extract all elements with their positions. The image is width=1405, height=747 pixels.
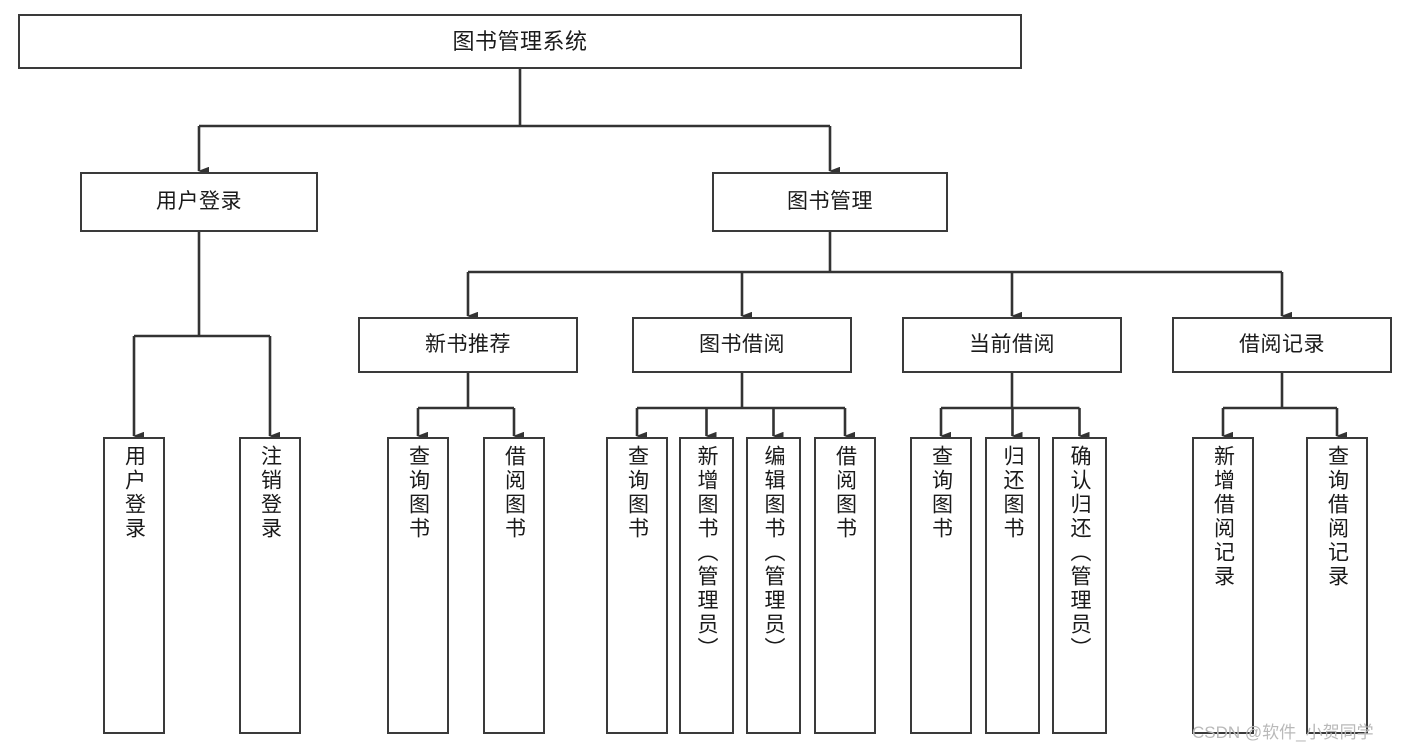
node-leaf-return-book[interactable]: 归还图书 <box>985 437 1040 734</box>
node-leaf-query-record-label: 查询借阅记录 <box>1325 445 1349 589</box>
node-leaf-query-book-2[interactable]: 查询图书 <box>606 437 668 734</box>
node-leaf-edit-book[interactable]: 编辑图书（管理员） <box>746 437 801 734</box>
node-root[interactable]: 图书管理系统 <box>18 14 1022 69</box>
node-leaf-add-book[interactable]: 新增图书（管理员） <box>679 437 734 734</box>
node-leaf-confirm-return[interactable]: 确认归还（管理员） <box>1052 437 1107 734</box>
node-leaf-query-book-1[interactable]: 查询图书 <box>387 437 449 734</box>
node-leaf-confirm-return-label: 确认归还（管理员） <box>1068 445 1091 661</box>
node-leaf-add-record[interactable]: 新增借阅记录 <box>1192 437 1254 734</box>
node-leaf-add-record-label: 新增借阅记录 <box>1211 445 1235 589</box>
node-leaf-borrow-book-1-label: 借阅图书 <box>502 445 526 541</box>
node-leaf-query-book-2-label: 查询图书 <box>625 445 649 541</box>
node-root-label: 图书管理系统 <box>452 28 588 54</box>
csdn-watermark: CSDN @软件_小贺同学 <box>1192 723 1374 742</box>
node-borrow-record[interactable]: 借阅记录 <box>1172 317 1392 373</box>
node-leaf-borrow-book-2-label: 借阅图书 <box>833 445 857 541</box>
node-current-borrow[interactable]: 当前借阅 <box>902 317 1122 373</box>
node-leaf-user-login[interactable]: 用户登录 <box>103 437 165 734</box>
node-book-manage-label: 图书管理 <box>787 189 873 213</box>
node-current-borrow-label: 当前借阅 <box>969 332 1055 356</box>
node-user-login[interactable]: 用户登录 <box>80 172 318 232</box>
node-leaf-edit-book-label: 编辑图书（管理员） <box>762 445 785 661</box>
node-leaf-borrow-book-2[interactable]: 借阅图书 <box>814 437 876 734</box>
node-book-borrow-label: 图书借阅 <box>699 332 785 356</box>
node-book-manage[interactable]: 图书管理 <box>712 172 948 232</box>
node-leaf-logout[interactable]: 注销登录 <box>239 437 301 734</box>
node-user-login-label: 用户登录 <box>156 189 242 213</box>
node-leaf-query-book-3-label: 查询图书 <box>929 445 953 541</box>
node-borrow-record-label: 借阅记录 <box>1239 332 1325 356</box>
node-leaf-query-book-3[interactable]: 查询图书 <box>910 437 972 734</box>
node-leaf-borrow-book-1[interactable]: 借阅图书 <box>483 437 545 734</box>
node-new-book-rec[interactable]: 新书推荐 <box>358 317 578 373</box>
node-book-borrow[interactable]: 图书借阅 <box>632 317 852 373</box>
node-new-book-rec-label: 新书推荐 <box>425 332 511 356</box>
node-leaf-query-record[interactable]: 查询借阅记录 <box>1306 437 1368 734</box>
node-leaf-return-book-label: 归还图书 <box>1001 445 1024 541</box>
node-leaf-add-book-label: 新增图书（管理员） <box>695 445 718 661</box>
node-leaf-query-book-1-label: 查询图书 <box>406 445 430 541</box>
node-leaf-user-login-label: 用户登录 <box>122 445 146 541</box>
node-leaf-logout-label: 注销登录 <box>258 445 282 541</box>
